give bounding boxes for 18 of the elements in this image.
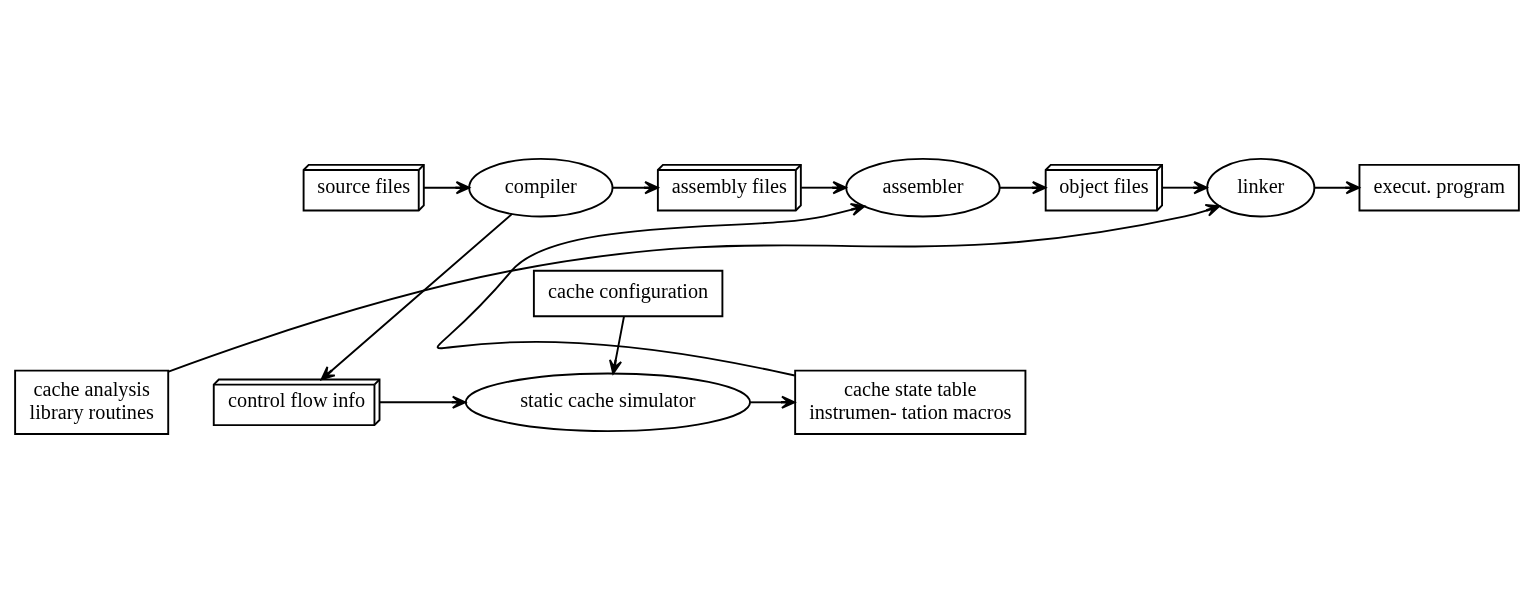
arrow	[437, 203, 866, 377]
arrow	[422, 181, 471, 195]
arrow	[749, 395, 796, 409]
arrow	[167, 203, 1221, 373]
arrow	[800, 181, 847, 195]
node-box: cache state table instrumen- tation macros	[794, 369, 1027, 435]
node-box: cache configuration	[532, 269, 724, 318]
node-box: cache analysis library routines	[14, 369, 170, 435]
arrow	[1161, 181, 1208, 195]
arrow	[378, 395, 467, 409]
node-ellipse: static cache simulator	[464, 372, 751, 433]
arrow	[1313, 181, 1360, 195]
arrow	[999, 181, 1047, 195]
arrow	[320, 213, 513, 381]
arrow	[611, 181, 659, 195]
arrow	[609, 315, 625, 375]
node-box: execut. program	[1358, 163, 1520, 212]
node-ellipse: compiler	[468, 157, 614, 218]
